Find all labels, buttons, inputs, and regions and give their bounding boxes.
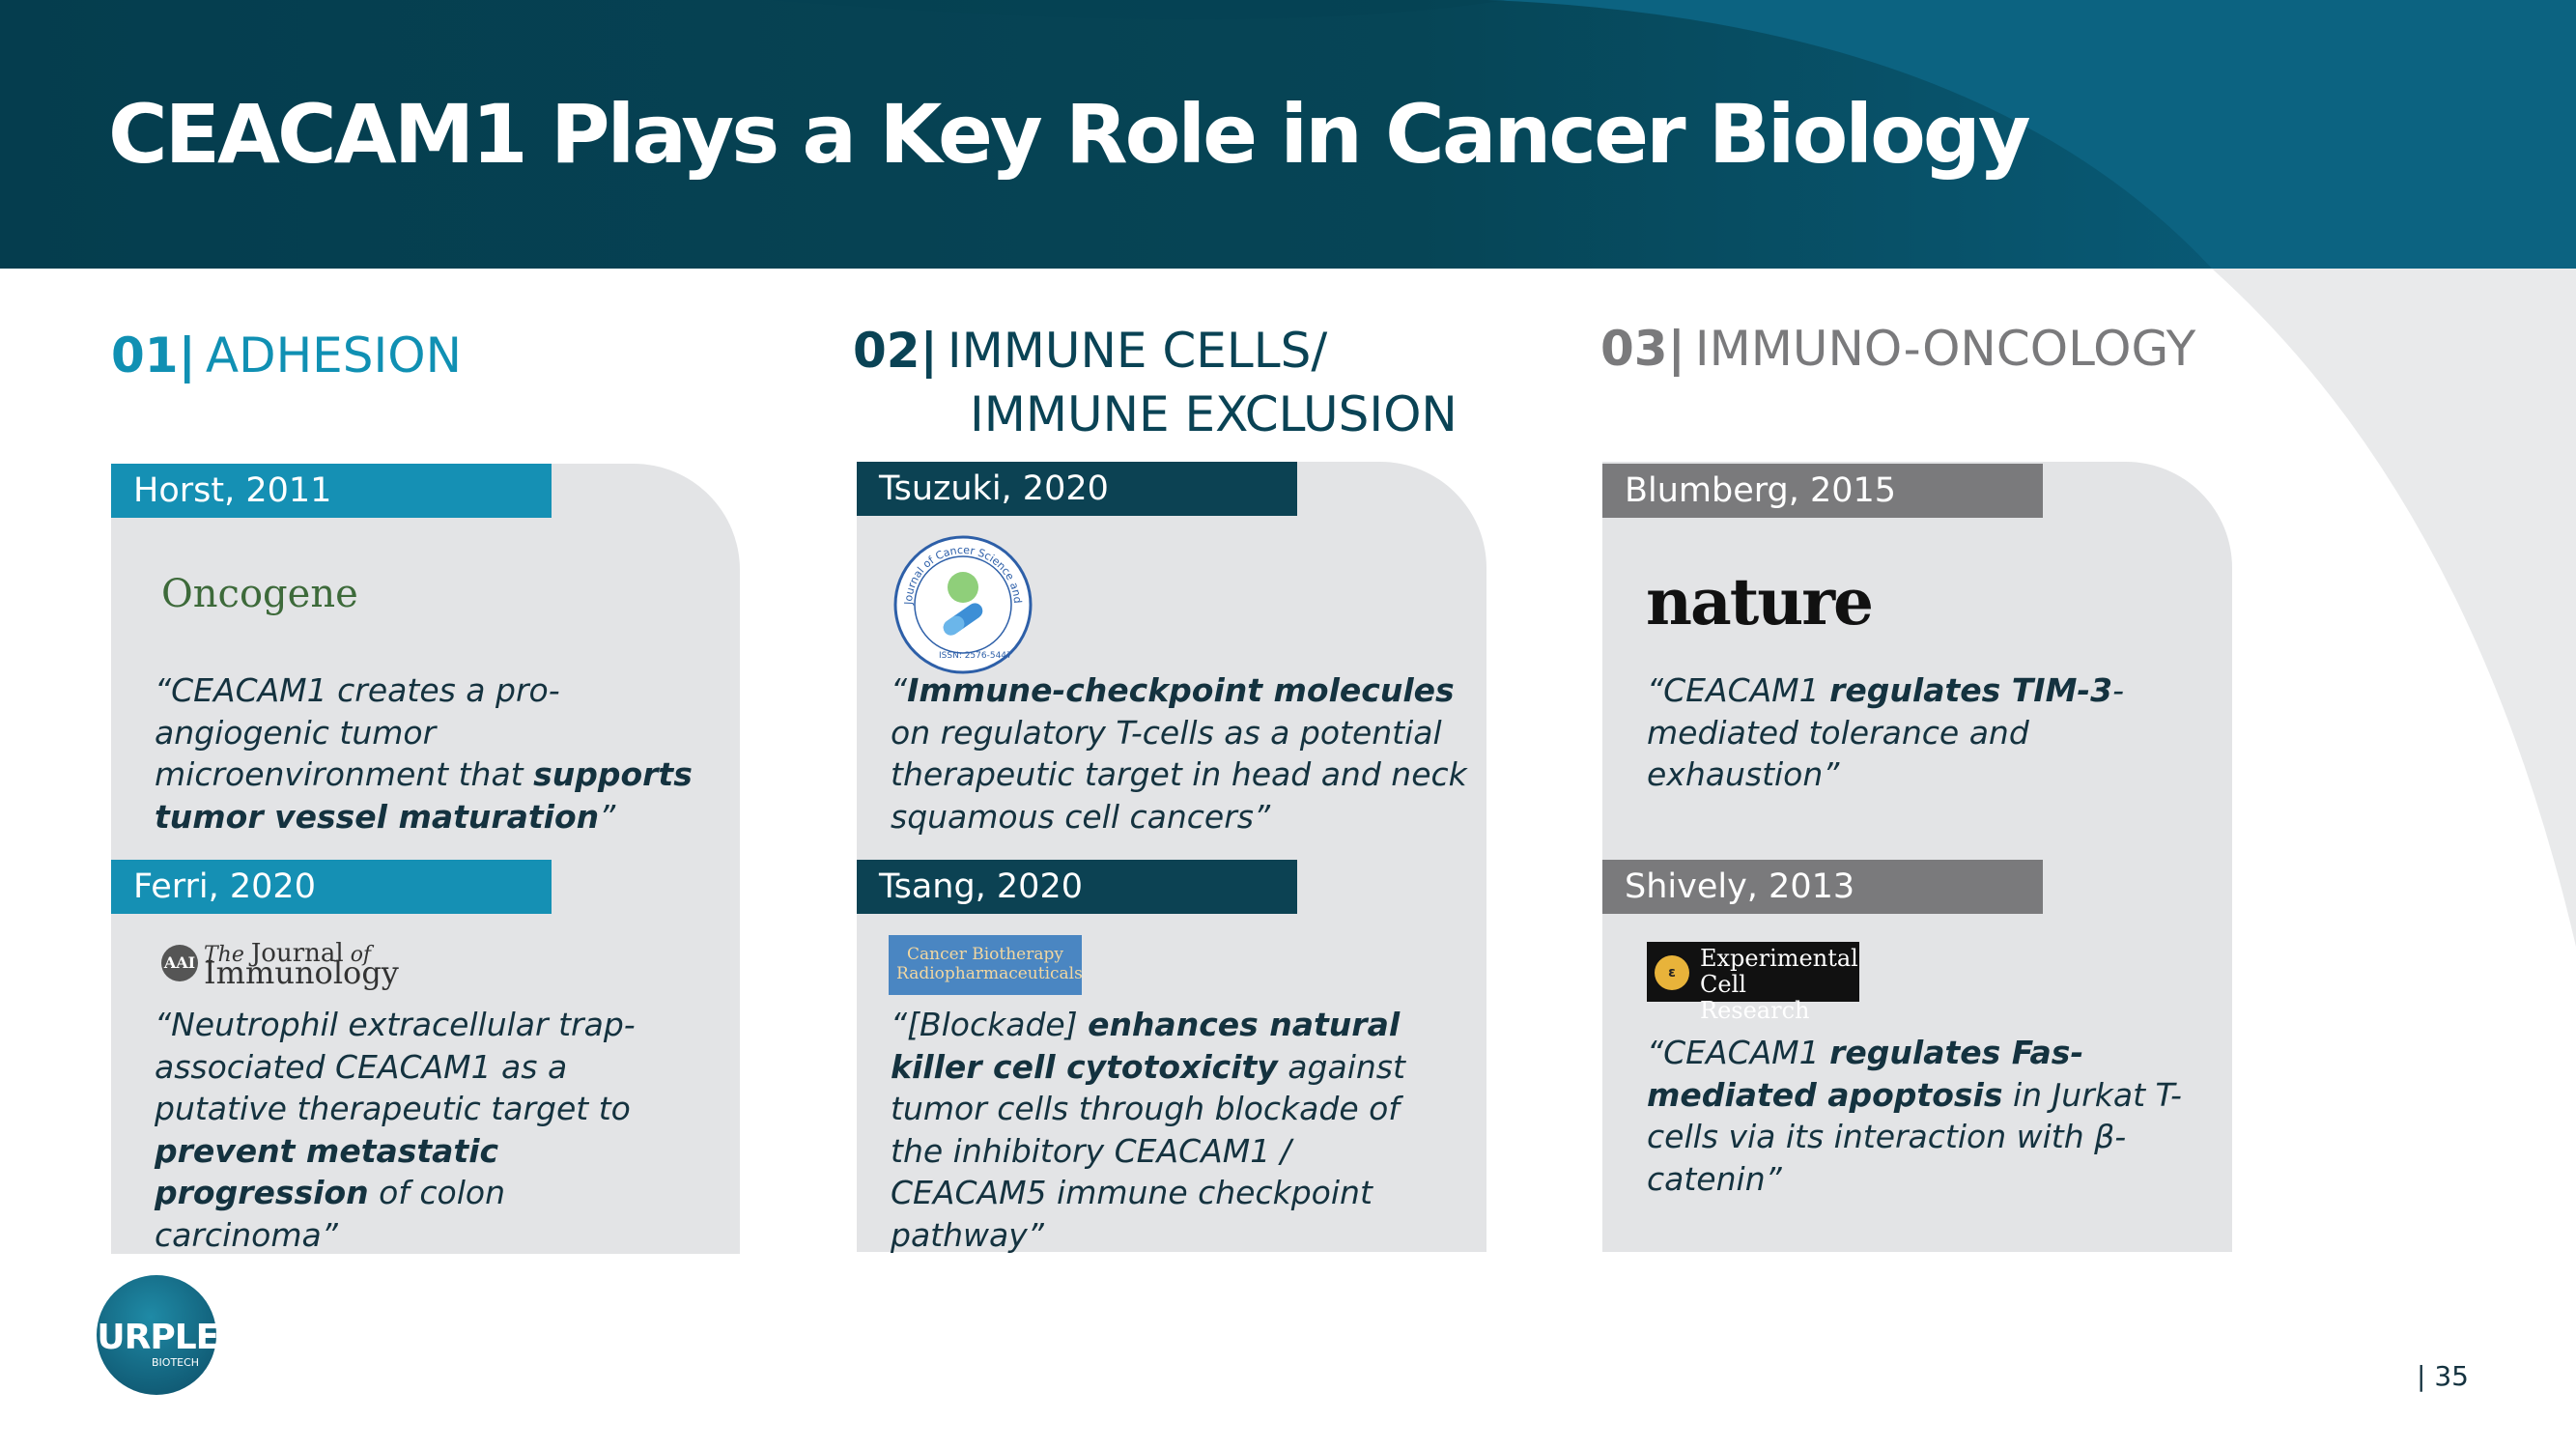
svg-text:ISSN: 2576-5447: ISSN: 2576-5447 bbox=[939, 651, 1012, 661]
section-title: IMMUNE CELLS/ bbox=[947, 323, 1328, 379]
section-number: 01 bbox=[111, 327, 179, 384]
section-number: 02 bbox=[853, 323, 920, 379]
aai-seal-icon: AAI bbox=[161, 945, 198, 981]
experimental-cell-research-logo: ɛ Experimental Cell Research bbox=[1647, 942, 1859, 1024]
section-title: IMMUNO-ONCOLOGY bbox=[1694, 321, 2196, 377]
section-heading-immune-cells: 02|IMMUNE CELLS/ IMMUNE EXCLUSION bbox=[853, 319, 1458, 446]
page-number: | 35 bbox=[2417, 1360, 2469, 1392]
quote-tsuzuki-2020: “Immune-checkpoint molecules on regulato… bbox=[891, 671, 1467, 836]
section-separator: | bbox=[920, 323, 938, 379]
citation-horst-2011: Horst, 2011 bbox=[111, 464, 552, 518]
section-heading-adhesion: 01|ADHESION bbox=[111, 324, 462, 387]
citation-blumberg-2015: Blumberg, 2015 bbox=[1602, 464, 2043, 518]
section-title: ADHESION bbox=[205, 327, 462, 384]
ecr-emblem-icon: ɛ bbox=[1655, 955, 1689, 990]
quote-ferri-2020: “Neutrophil extracellular trap-associate… bbox=[155, 1006, 636, 1254]
nature-journal-logo: nature bbox=[1646, 564, 1874, 639]
purple-biotech-logo: PURPLE BIOTECH bbox=[72, 1275, 227, 1396]
section-separator: | bbox=[178, 327, 196, 384]
card-adhesion bbox=[111, 464, 740, 1254]
oncogene-journal-logo: Oncogene bbox=[161, 572, 358, 616]
citation-ferri-2020: Ferri, 2020 bbox=[111, 860, 552, 914]
section-title-line2: IMMUNE EXCLUSION bbox=[970, 386, 1458, 442]
quote-shively-2013: “CEACAM1 regulates Fas-mediated apoptosi… bbox=[1647, 1034, 2182, 1198]
citation-shively-2013: Shively, 2013 bbox=[1602, 860, 2043, 914]
journal-of-immunology-logo: AAI The Journal of Immunology bbox=[161, 937, 399, 991]
slide-title: CEACAM1 Plays a Key Role in Cancer Biolo… bbox=[108, 87, 2031, 182]
citation-tsuzuki-2020: Tsuzuki, 2020 bbox=[857, 462, 1297, 516]
card-immuno-oncology bbox=[1602, 462, 2232, 1252]
citation-tsang-2020: Tsang, 2020 bbox=[857, 860, 1297, 914]
section-separator: | bbox=[1667, 321, 1685, 377]
quote-horst-2011: “CEACAM1 creates a pro-angiogenic tumor … bbox=[155, 671, 693, 836]
quote-blumberg-2015: “CEACAM1 regulates TIM-3-mediated tolera… bbox=[1647, 671, 2124, 793]
journal-cancer-science-research-logo: Journal of Cancer Science and Research I… bbox=[892, 534, 1033, 674]
section-number: 03 bbox=[1600, 321, 1668, 377]
cancer-biotherapy-radiopharmaceuticals-logo: Cancer Biotherapy Radiopharmaceuticals bbox=[889, 935, 1083, 995]
quote-tsang-2020: “[Blockade] enhances natural killer cell… bbox=[891, 1006, 1405, 1254]
section-heading-immuno-oncology: 03|IMMUNO-ONCOLOGY bbox=[1600, 317, 2195, 381]
